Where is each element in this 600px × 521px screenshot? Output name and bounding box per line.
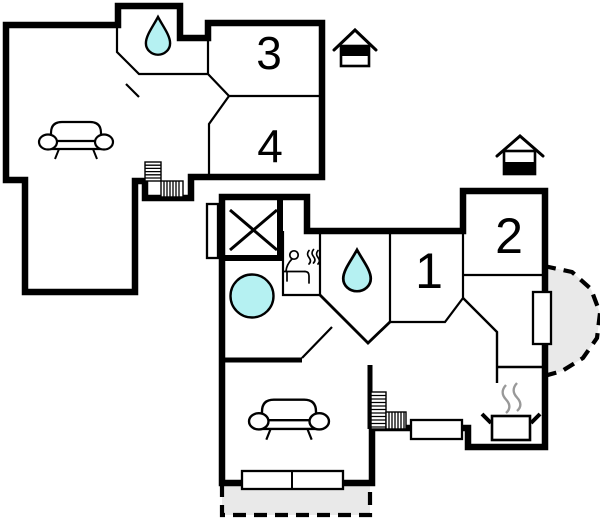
void-cross-icon: [229, 208, 278, 252]
sauna-room-walls: [281, 231, 322, 297]
room-4-label: 4: [257, 120, 283, 172]
terrace-right: [543, 263, 600, 379]
hallway-walls: [462, 297, 543, 383]
bathroom-angled-walls: [319, 294, 392, 345]
room-2-label: 2: [495, 208, 523, 264]
sauna-icon: [282, 248, 321, 284]
staircase-ground-icon: [370, 391, 407, 430]
window-right: [531, 290, 553, 346]
house-ground-floor-icon: [495, 134, 545, 176]
window-bottom: [240, 469, 345, 491]
room-3-label: 3: [256, 27, 282, 79]
room-divider-walls: [390, 231, 545, 324]
house-upper-floor-icon: [332, 27, 378, 68]
cooking-pot-icon: [480, 382, 542, 442]
staircase-upper-icon: [144, 161, 184, 198]
window-kitchen: [409, 418, 464, 441]
hot-tub-icon: [229, 273, 275, 319]
void-room-walls: [222, 194, 283, 261]
upper-floor-outline: [2, 2, 326, 296]
room-1-label: 1: [415, 243, 443, 299]
door-swing-icon: [125, 83, 140, 98]
door-swing-icon: [301, 326, 333, 359]
terrace-bottom: [219, 484, 373, 518]
window-left: [205, 202, 220, 260]
upper-interior-walls: [115, 25, 322, 177]
